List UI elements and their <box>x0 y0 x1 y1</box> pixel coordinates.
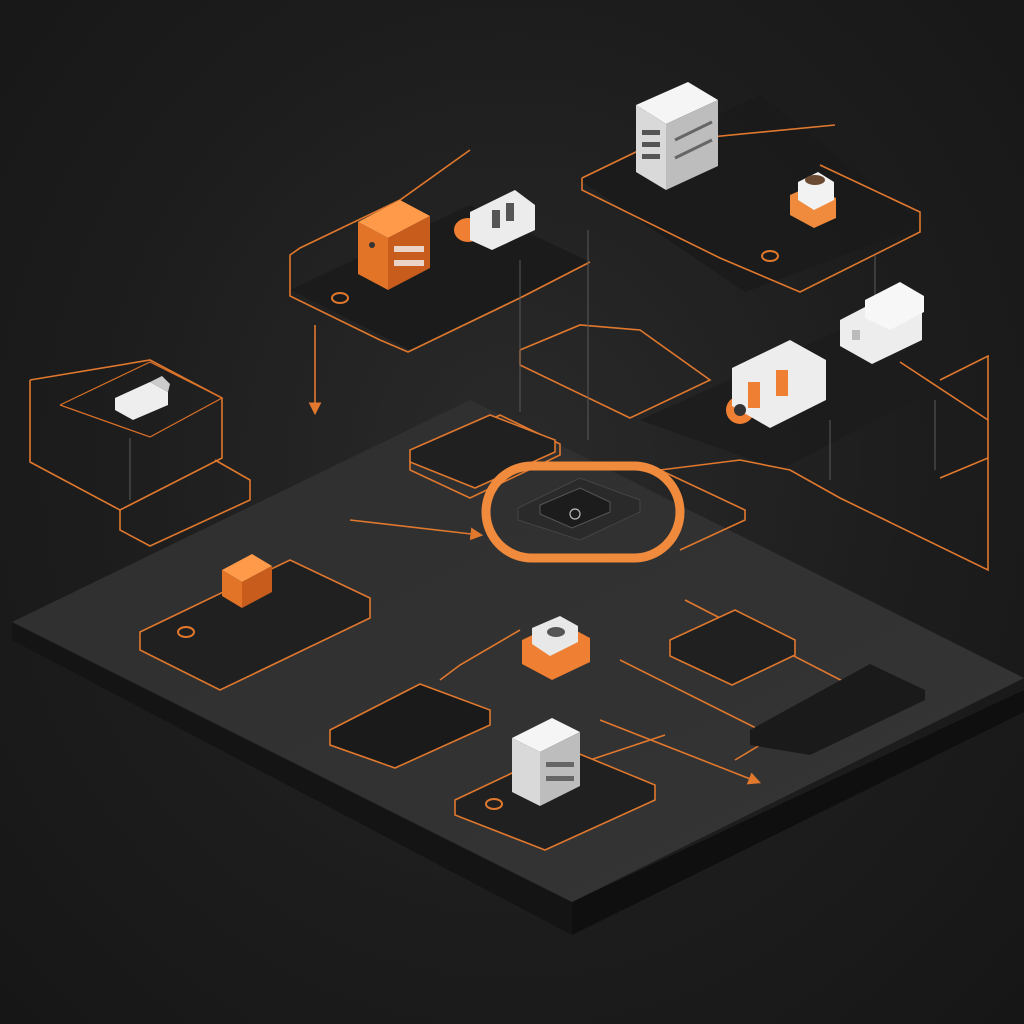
card-right-lower[interactable] <box>750 664 925 755</box>
central-hub[interactable] <box>481 461 685 563</box>
orange-server-icon[interactable] <box>358 200 430 290</box>
line-left-outer <box>29 359 223 511</box>
card-bottom-left[interactable] <box>330 684 490 768</box>
line-hub-ring-left <box>349 519 484 541</box>
line-center-top-card <box>409 414 561 499</box>
adapter-icon[interactable] <box>790 172 836 228</box>
modular-block-icon[interactable] <box>840 282 924 364</box>
orange-box-icon[interactable] <box>222 554 272 608</box>
hub-center-dot <box>569 508 581 520</box>
drop-lines <box>129 230 936 500</box>
white-server-icon[interactable] <box>512 718 580 806</box>
line-right-far <box>659 354 989 572</box>
badge-icon <box>761 250 779 262</box>
platform-side-right <box>572 690 1024 935</box>
badge-icons <box>177 250 779 810</box>
platform <box>12 400 1024 935</box>
badge-icon <box>177 626 195 638</box>
badge-icon <box>485 798 503 810</box>
line-left-inner <box>59 361 224 438</box>
line-hub-to-right <box>659 469 746 551</box>
badge-icon <box>331 292 349 304</box>
platform-cards <box>139 414 925 851</box>
card-center-top[interactable] <box>409 414 556 489</box>
upper-plane-left <box>290 205 590 350</box>
platform-side-left <box>12 622 572 935</box>
line-bottom-center <box>439 629 521 681</box>
line-top-left-loop <box>289 149 591 353</box>
line-bottom-to-arrow <box>599 719 761 785</box>
robot-module-icon[interactable] <box>726 340 826 428</box>
hub-ring <box>481 461 685 563</box>
hub-device-icon[interactable] <box>522 616 590 680</box>
connector-plug-icon[interactable] <box>454 190 535 250</box>
line-left-mid <box>119 459 251 547</box>
line-right-side <box>899 361 989 479</box>
card-bottom-left-outline <box>329 683 491 769</box>
usb-dongle-icon[interactable] <box>115 376 170 420</box>
central-chip-icon <box>539 487 611 529</box>
connection-lines <box>29 124 989 785</box>
server-rack-icon[interactable] <box>636 82 718 190</box>
card-left-orange-box[interactable] <box>139 559 371 691</box>
platform-top <box>12 400 1024 902</box>
upper-plane-right <box>580 95 925 292</box>
card-right-small[interactable] <box>669 609 796 686</box>
